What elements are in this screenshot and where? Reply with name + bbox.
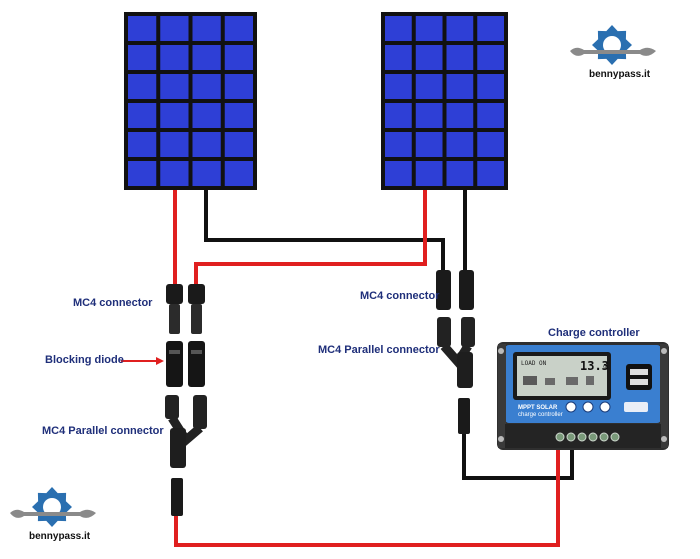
solar-cell xyxy=(224,16,253,41)
solar-cell xyxy=(477,103,504,128)
bennypass-logo-bottom: bennypass.it xyxy=(10,487,96,542)
terminal-screw xyxy=(555,432,565,442)
solar-cell xyxy=(224,132,253,157)
lcd-label: LOAD ON xyxy=(521,360,547,367)
solar-cell xyxy=(446,74,474,99)
solar-cell xyxy=(415,74,443,99)
solar-cell xyxy=(192,74,221,99)
solar-cell xyxy=(128,132,157,157)
solar-cell xyxy=(385,103,412,128)
controller-button-3 xyxy=(599,401,611,413)
blocking-diode xyxy=(166,341,205,387)
lcd-value: 13.3 xyxy=(580,359,609,373)
solar-panel-left xyxy=(124,12,257,190)
solar-cell xyxy=(385,74,412,99)
solar-cell xyxy=(128,45,157,70)
solar-cell xyxy=(224,45,253,70)
solar-cell xyxy=(477,74,504,99)
solar-cell xyxy=(415,16,443,41)
wire-negative-to-controller xyxy=(462,432,574,480)
solar-cell xyxy=(446,103,474,128)
solar-cell xyxy=(477,132,504,157)
solar-cell xyxy=(160,103,189,128)
blocking-diode-arrow xyxy=(121,357,164,365)
terminal-screw xyxy=(566,432,576,442)
wire-right-panel-positive xyxy=(194,190,427,285)
usb-ports xyxy=(626,364,652,390)
solar-cell xyxy=(224,103,253,128)
solar-cell xyxy=(224,74,253,99)
solar-cell xyxy=(385,16,412,41)
logo-text-top: bennypass.it xyxy=(589,69,651,80)
solar-cell xyxy=(477,45,504,70)
solar-cell xyxy=(446,16,474,41)
terminal-screw xyxy=(588,432,598,442)
solar-cell xyxy=(415,45,443,70)
controller-brand-line2: charge controller xyxy=(518,412,563,418)
solar-cell xyxy=(415,132,443,157)
solar-cell xyxy=(224,161,253,186)
solar-panel-right xyxy=(381,12,508,190)
solar-cell xyxy=(192,16,221,41)
solar-cell xyxy=(160,132,189,157)
controller-button-1 xyxy=(565,401,577,413)
terminals xyxy=(555,432,620,442)
wrench-icon xyxy=(10,509,96,518)
lcd-unit: V xyxy=(603,365,607,372)
solar-cell xyxy=(192,103,221,128)
label-mc4-parallel-right: MC4 Parallel connector xyxy=(318,344,440,356)
solar-cell xyxy=(385,161,412,186)
solar-cell xyxy=(477,16,504,41)
label-mc4-connector-right: MC4 connector xyxy=(360,290,440,302)
wire-positive-to-controller xyxy=(174,446,560,547)
label-charge-controller: Charge controller xyxy=(548,327,640,339)
wire-left-panel-negative xyxy=(204,190,445,272)
terminal-screw xyxy=(577,432,587,442)
solar-cell xyxy=(192,132,221,157)
solar-cell xyxy=(128,16,157,41)
label-mc4-parallel-left: MC4 Parallel connector xyxy=(42,425,164,437)
solar-cell xyxy=(385,132,412,157)
solar-cell xyxy=(415,161,443,186)
solar-cell xyxy=(160,161,189,186)
solar-cell xyxy=(128,103,157,128)
gear-hole xyxy=(43,498,61,516)
mc4-connector-pair-left xyxy=(166,284,205,334)
terminal-screw xyxy=(599,432,609,442)
solar-cell xyxy=(415,103,443,128)
solar-cell xyxy=(160,74,189,99)
solar-cell xyxy=(160,16,189,41)
solar-cell xyxy=(385,45,412,70)
solar-cell xyxy=(192,161,221,186)
solar-cell xyxy=(192,45,221,70)
charge-controller: LOAD ON 13.3 V MPPT SOLAR charge control… xyxy=(497,342,669,450)
solar-cell xyxy=(446,45,474,70)
label-mc4-connector-left: MC4 connector xyxy=(73,297,153,309)
bennypass-logo-top: bennypass.it xyxy=(570,25,656,80)
label-blocking-diode: Blocking diode xyxy=(45,354,124,366)
controller-button-2 xyxy=(582,401,594,413)
mc4-parallel-connector-left xyxy=(165,395,207,516)
controller-brand-line1: MPPT SOLAR xyxy=(518,405,558,411)
solar-cell xyxy=(477,161,504,186)
terminal-screw xyxy=(610,432,620,442)
solar-cell xyxy=(128,74,157,99)
mc4-parallel-connector-right xyxy=(437,317,475,434)
wrench-icon xyxy=(570,47,656,56)
solar-cell xyxy=(160,45,189,70)
wires xyxy=(173,190,574,547)
solar-cell xyxy=(128,161,157,186)
solar-cell xyxy=(446,161,474,186)
gear-hole xyxy=(603,36,621,54)
solar-cell xyxy=(446,132,474,157)
mc4-connector-pair-right xyxy=(436,270,474,310)
logo-text-bottom: bennypass.it xyxy=(29,531,91,542)
